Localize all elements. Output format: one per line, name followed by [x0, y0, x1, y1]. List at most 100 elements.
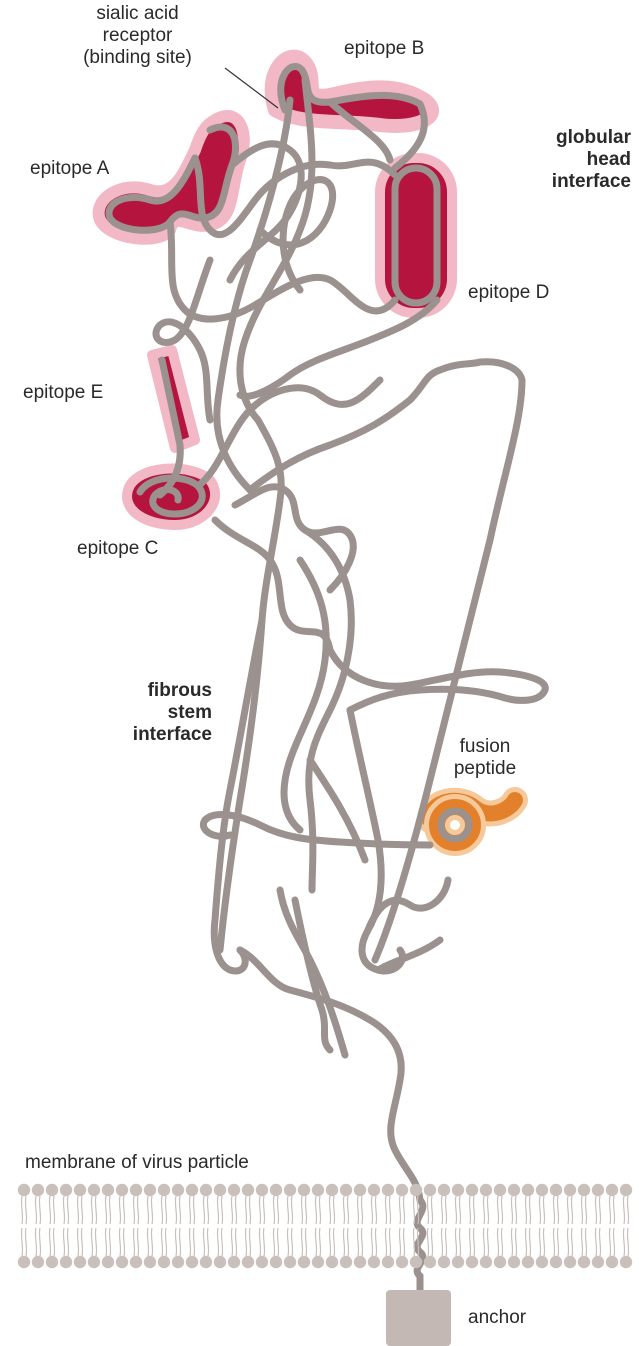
sialic-line-1: sialic acid: [50, 3, 225, 25]
lipid-tail: [35, 1228, 36, 1256]
lipid-tail: [431, 1196, 432, 1224]
lipid-tail: [25, 1228, 26, 1256]
lipid-head-inner: [466, 1256, 478, 1268]
lipid-head-outer: [550, 1184, 562, 1196]
lipid-head-outer: [564, 1184, 576, 1196]
lipid-tail: [263, 1228, 264, 1256]
lipid-tail: [67, 1196, 68, 1224]
lipid-tail: [203, 1196, 204, 1224]
lipid-head-outer: [298, 1184, 310, 1196]
lipid-head-outer: [214, 1184, 226, 1196]
lipid-tail: [469, 1228, 470, 1256]
lipid-tail: [385, 1228, 386, 1256]
lipid-tail: [301, 1196, 302, 1224]
lipid-head-inner: [200, 1256, 212, 1268]
lipid-tail: [221, 1196, 222, 1224]
lipid-tail: [133, 1228, 134, 1256]
lipid-tail: [203, 1228, 204, 1256]
lipid-head-inner: [144, 1256, 156, 1268]
fusion-line-1: fusion: [430, 736, 540, 758]
lipid-tail: [581, 1228, 582, 1256]
membrane-label: membrane of virus particle: [25, 1152, 249, 1174]
lipid-head-inner: [494, 1256, 506, 1268]
lipid-tail: [483, 1228, 484, 1256]
sialic-line-2: receptor: [50, 25, 225, 47]
lipid-tail: [329, 1228, 330, 1256]
lipid-head-outer: [186, 1184, 198, 1196]
lipid-head-outer: [256, 1184, 268, 1196]
epitope-e-label: epitope E: [23, 382, 103, 404]
lipid-tail: [189, 1228, 190, 1256]
lipid-head-outer: [172, 1184, 184, 1196]
lipid-tail: [599, 1228, 600, 1256]
lipid-tail: [357, 1228, 358, 1256]
lipid-tail: [263, 1196, 264, 1224]
epitope-d-region: [380, 158, 452, 313]
fibrous-line-1: fibrous: [100, 680, 212, 702]
lipid-head-outer: [102, 1184, 114, 1196]
lipid-head-outer: [340, 1184, 352, 1196]
lipid-tail: [497, 1196, 498, 1224]
epitope-c-label: epitope C: [77, 538, 158, 560]
lipid-head-inner: [620, 1256, 632, 1268]
globular-line-3: interface: [511, 171, 631, 193]
lipid-tail: [375, 1196, 376, 1224]
lipid-head-outer: [312, 1184, 324, 1196]
lipid-tail: [133, 1196, 134, 1224]
lipid-head-inner: [382, 1256, 394, 1268]
lipid-head-inner: [116, 1256, 128, 1268]
sialic-line-3: (binding site): [50, 47, 225, 69]
lipid-head-outer: [18, 1184, 30, 1196]
lipid-tail: [525, 1228, 526, 1256]
lipid-tail: [539, 1196, 540, 1224]
lipid-tail: [109, 1228, 110, 1256]
lipid-tail: [361, 1228, 362, 1256]
lipid-tail: [609, 1196, 610, 1224]
fusion-peptide-label: fusion peptide: [430, 736, 540, 780]
lipid-tail: [301, 1228, 302, 1256]
lipid-head-inner: [242, 1256, 254, 1268]
lipid-tail: [487, 1196, 488, 1224]
lipid-head-inner: [228, 1256, 240, 1268]
lipid-head-outer: [466, 1184, 478, 1196]
lipid-head-inner: [46, 1256, 58, 1268]
lipid-head-inner: [606, 1256, 618, 1268]
lipid-tail: [385, 1196, 386, 1224]
lipid-tail: [553, 1196, 554, 1224]
lipid-tail: [343, 1196, 344, 1224]
lipid-tail: [581, 1196, 582, 1224]
lipid-tail: [151, 1228, 152, 1256]
lipid-head-outer: [410, 1184, 422, 1196]
lipid-head-outer: [438, 1184, 450, 1196]
epitope-d-label: epitope D: [468, 282, 549, 304]
lipid-tail: [595, 1196, 596, 1224]
lipid-tail: [91, 1196, 92, 1224]
lipid-head-inner: [158, 1256, 170, 1268]
lipid-tail: [193, 1196, 194, 1224]
lipid-tail: [557, 1228, 558, 1256]
lipid-head-inner: [256, 1256, 268, 1268]
lipid-head-inner: [88, 1256, 100, 1268]
lipid-tail: [53, 1196, 54, 1224]
lipid-tail: [483, 1196, 484, 1224]
lipid-tail: [459, 1228, 460, 1256]
lipid-tail: [39, 1196, 40, 1224]
lipid-head-outer: [60, 1184, 72, 1196]
lipid-tail: [567, 1228, 568, 1256]
lipid-head-inner: [522, 1256, 534, 1268]
lipid-tail: [81, 1228, 82, 1256]
lipid-tail: [67, 1228, 68, 1256]
fibrous-line-3: interface: [100, 724, 212, 746]
lipid-tail: [567, 1196, 568, 1224]
lipid-head-inner: [578, 1256, 590, 1268]
lipid-tail: [95, 1228, 96, 1256]
lipid-tail: [105, 1228, 106, 1256]
lipid-tail: [413, 1196, 414, 1224]
lipid-head-outer: [228, 1184, 240, 1196]
lipid-tail: [585, 1196, 586, 1224]
lipid-tail: [459, 1196, 460, 1224]
lipid-tail: [175, 1228, 176, 1256]
lipid-tail: [427, 1196, 428, 1224]
lipid-tail: [119, 1228, 120, 1256]
lipid-tail: [627, 1228, 628, 1256]
